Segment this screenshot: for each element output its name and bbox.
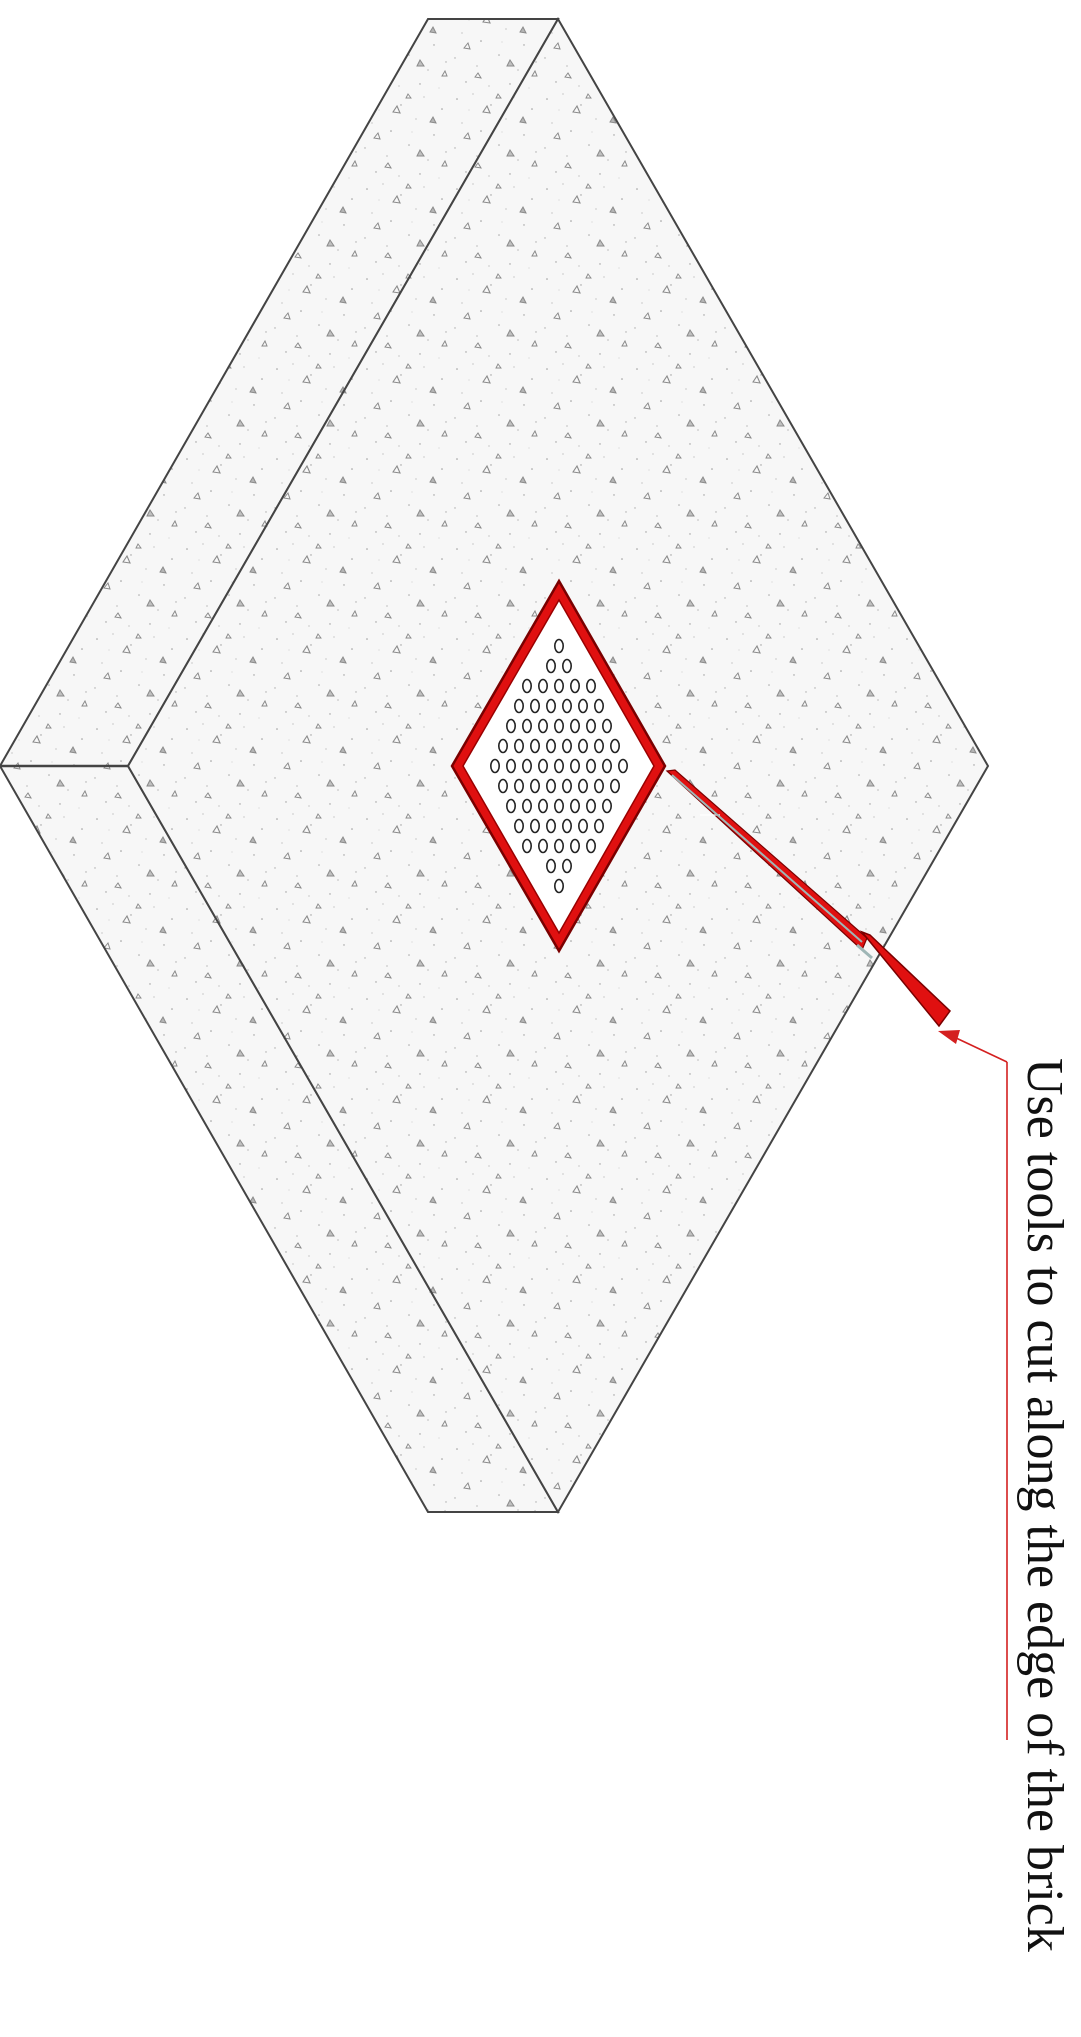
grid-hole bbox=[537, 798, 548, 814]
grid-hole bbox=[521, 758, 532, 774]
grid-hole bbox=[537, 718, 548, 734]
grid-hole bbox=[553, 798, 564, 814]
grid-hole bbox=[505, 718, 516, 734]
grid-hole bbox=[489, 758, 500, 774]
grid-hole bbox=[497, 778, 508, 794]
grid-hole bbox=[577, 698, 588, 714]
grid-hole bbox=[561, 858, 572, 874]
grid-holes bbox=[489, 638, 628, 894]
grid-hole bbox=[561, 698, 572, 714]
grid-hole bbox=[505, 758, 516, 774]
grid-hole bbox=[577, 818, 588, 834]
grid-hole bbox=[545, 658, 556, 674]
grid-hole bbox=[553, 878, 564, 894]
grid-hole bbox=[553, 638, 564, 654]
grid-hole bbox=[537, 838, 548, 854]
grid-hole bbox=[593, 818, 604, 834]
grid-hole bbox=[585, 678, 596, 694]
grid-hole bbox=[497, 738, 508, 754]
grid-hole bbox=[601, 758, 612, 774]
grid-hole bbox=[609, 778, 620, 794]
grid-hole bbox=[569, 758, 580, 774]
grid-hole bbox=[545, 778, 556, 794]
grid-hole bbox=[569, 678, 580, 694]
grid-hole bbox=[545, 858, 556, 874]
grid-hole bbox=[513, 778, 524, 794]
grid-hole bbox=[585, 798, 596, 814]
grid-hole bbox=[545, 698, 556, 714]
grid-hole bbox=[609, 738, 620, 754]
grid-hole bbox=[585, 718, 596, 734]
grid-hole bbox=[521, 718, 532, 734]
grid-hole bbox=[561, 738, 572, 754]
chisel-edge bbox=[671, 774, 863, 943]
grid-hole bbox=[585, 758, 596, 774]
grid-hole bbox=[617, 758, 628, 774]
grid-hole bbox=[577, 778, 588, 794]
grid-hole bbox=[553, 678, 564, 694]
grid-hole bbox=[513, 738, 524, 754]
leader-arrowhead bbox=[938, 1030, 960, 1044]
grid-hole bbox=[593, 698, 604, 714]
grid-hole bbox=[537, 678, 548, 694]
grid-hole bbox=[537, 758, 548, 774]
grid-hole bbox=[569, 838, 580, 854]
tool-plate-inner bbox=[462, 598, 655, 935]
grid-hole bbox=[561, 778, 572, 794]
grid-hole bbox=[521, 798, 532, 814]
chisel-handle bbox=[859, 930, 951, 1028]
annotation-leader bbox=[938, 1030, 1008, 1740]
chisel-collar bbox=[856, 943, 873, 960]
grid-hole bbox=[601, 798, 612, 814]
grid-hole bbox=[569, 798, 580, 814]
grid-hole bbox=[505, 798, 516, 814]
grid-hole bbox=[553, 838, 564, 854]
grid-hole bbox=[521, 838, 532, 854]
grid-hole bbox=[553, 758, 564, 774]
grid-hole bbox=[513, 818, 524, 834]
grid-hole bbox=[561, 818, 572, 834]
grid-hole bbox=[521, 678, 532, 694]
grid-hole bbox=[513, 698, 524, 714]
grid-hole bbox=[585, 838, 596, 854]
grid-hole bbox=[529, 818, 540, 834]
grid-hole bbox=[545, 738, 556, 754]
grid-hole bbox=[545, 818, 556, 834]
grid-hole bbox=[529, 778, 540, 794]
leader-line-diagonal bbox=[953, 1036, 1008, 1063]
perforated-grid-icon bbox=[450, 578, 667, 954]
grid-hole bbox=[593, 778, 604, 794]
grid-hole bbox=[601, 718, 612, 734]
grid-hole bbox=[577, 738, 588, 754]
grid-hole bbox=[593, 738, 604, 754]
annotation-label: Use tools to cut along the edge of the b… bbox=[1016, 1058, 1073, 1952]
grid-hole bbox=[553, 718, 564, 734]
grid-hole bbox=[529, 738, 540, 754]
chisel-icon bbox=[665, 769, 951, 1028]
grid-hole bbox=[529, 698, 540, 714]
grid-hole bbox=[569, 718, 580, 734]
grid-hole bbox=[561, 658, 572, 674]
